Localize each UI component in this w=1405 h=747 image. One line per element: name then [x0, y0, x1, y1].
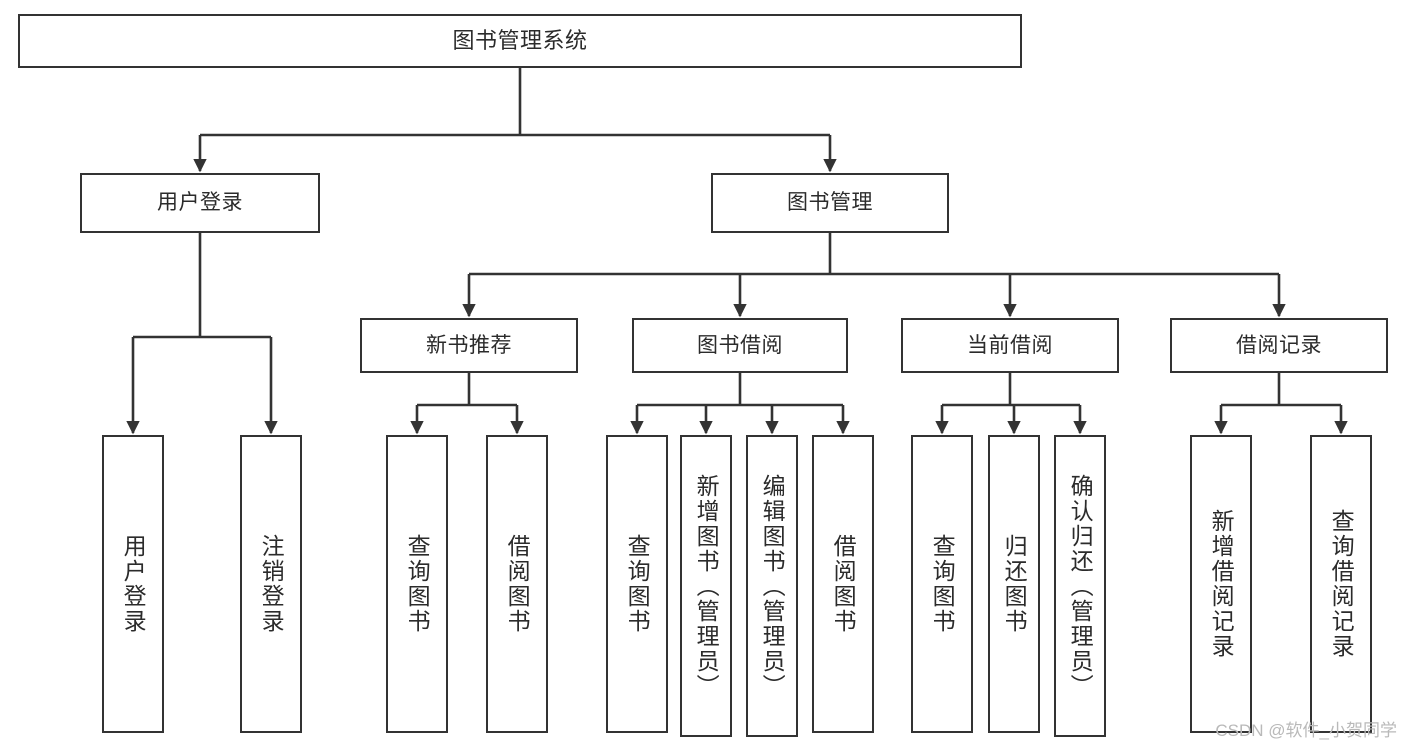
leaf-query-book-3-label: 查询图书 [929, 534, 956, 634]
leaf-query-book-1-label: 查询图书 [404, 534, 431, 634]
node-borrow-record[interactable]: 借阅记录 [1170, 318, 1388, 373]
leaf-edit-book-label: 编辑图书（管理员） [759, 473, 786, 699]
leaf-add-borrow-record[interactable]: 新增借阅记录 [1190, 435, 1252, 733]
leaf-query-book-3[interactable]: 查询图书 [911, 435, 973, 733]
leaf-query-book-2-label: 查询图书 [624, 534, 651, 634]
node-root-label: 图书管理系统 [452, 27, 588, 53]
node-borrow-record-label: 借阅记录 [1236, 333, 1322, 357]
node-book-borrow[interactable]: 图书借阅 [632, 318, 848, 373]
leaf-query-borrow-record[interactable]: 查询借阅记录 [1310, 435, 1372, 733]
leaf-return-book-label: 归还图书 [1001, 534, 1028, 634]
csdn-watermark: CSDN @软件_小贺同学 [1215, 721, 1397, 740]
leaf-borrow-book-1[interactable]: 借阅图书 [486, 435, 548, 733]
leaf-logout-label: 注销登录 [258, 534, 285, 634]
node-new-book-recommend-label: 新书推荐 [426, 333, 512, 357]
node-current-borrow[interactable]: 当前借阅 [901, 318, 1119, 373]
leaf-add-book[interactable]: 新增图书（管理员） [680, 435, 732, 737]
leaf-user-login-label: 用户登录 [120, 534, 147, 634]
leaf-add-book-label: 新增图书（管理员） [693, 473, 720, 699]
node-book-manage-label: 图书管理 [787, 191, 873, 215]
node-new-book-recommend[interactable]: 新书推荐 [360, 318, 578, 373]
leaf-user-login[interactable]: 用户登录 [102, 435, 164, 733]
leaf-borrow-book-2[interactable]: 借阅图书 [812, 435, 874, 733]
leaf-query-borrow-record-label: 查询借阅记录 [1328, 509, 1355, 659]
leaf-logout[interactable]: 注销登录 [240, 435, 302, 733]
leaf-borrow-book-1-label: 借阅图书 [504, 534, 531, 634]
node-user-login[interactable]: 用户登录 [80, 173, 320, 233]
leaf-add-borrow-record-label: 新增借阅记录 [1208, 509, 1235, 659]
leaf-confirm-return[interactable]: 确认归还（管理员） [1054, 435, 1106, 737]
leaf-query-book-1[interactable]: 查询图书 [386, 435, 448, 733]
leaf-borrow-book-2-label: 借阅图书 [830, 534, 857, 634]
leaf-edit-book[interactable]: 编辑图书（管理员） [746, 435, 798, 737]
node-book-borrow-label: 图书借阅 [697, 333, 783, 357]
leaf-query-book-2[interactable]: 查询图书 [606, 435, 668, 733]
node-root[interactable]: 图书管理系统 [18, 14, 1022, 68]
leaf-return-book[interactable]: 归还图书 [988, 435, 1040, 733]
node-current-borrow-label: 当前借阅 [967, 333, 1053, 357]
leaf-confirm-return-label: 确认归还（管理员） [1067, 473, 1094, 699]
node-book-manage[interactable]: 图书管理 [711, 173, 949, 233]
node-user-login-label: 用户登录 [157, 191, 243, 215]
